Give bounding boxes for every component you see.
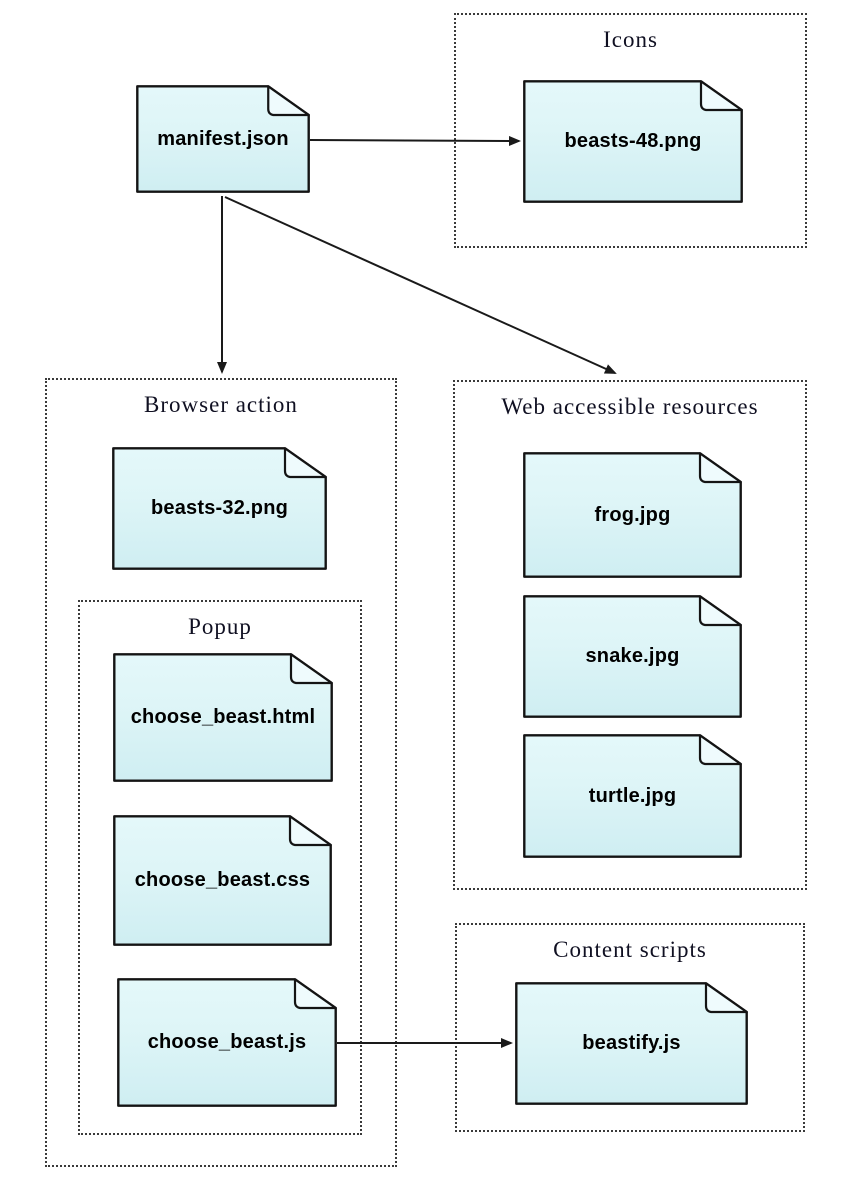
file-node-choose-beast-html: choose_beast.html [113, 653, 333, 782]
file-node-turtle-jpg: turtle.jpg [523, 734, 742, 858]
file-node-manifest-json: manifest.json [136, 85, 310, 193]
file-node-choose-beast-css: choose_beast.css [113, 815, 332, 946]
group-content-scripts-label: Content scripts [553, 937, 707, 962]
file-node-snake-jpg: snake.jpg [523, 595, 742, 718]
group-icons-label: Icons [603, 27, 658, 52]
file-label: choose_beast.js [147, 1031, 307, 1053]
group-browser-action: Browser action [45, 378, 397, 1167]
file-label: choose_beast.html [130, 706, 316, 728]
file-node-frog-jpg: frog.jpg [523, 452, 742, 578]
group-popup: Popup [78, 600, 362, 1135]
file-label: snake.jpg [585, 645, 680, 667]
file-label: frog.jpg [594, 503, 671, 526]
group-browser-action-label: Browser action [144, 392, 298, 417]
file-node-beasts-32-png: beasts-32.png [112, 447, 327, 570]
file-node-beasts-48-png: beasts-48.png [523, 80, 743, 203]
group-content-scripts: Content scripts [455, 923, 805, 1132]
file-label: turtle.jpg [588, 784, 677, 807]
file-label: beasts-48.png [564, 130, 702, 152]
group-icons: Icons [454, 13, 807, 248]
group-popup-label: Popup [188, 614, 252, 639]
file-node-beastify-js: beastify.js [515, 982, 748, 1105]
file-label: beastify.js [582, 1032, 681, 1054]
group-web-accessible-resources-label: Web accessible resources [501, 394, 759, 419]
group-web-accessible-resources: Web accessible resources [453, 380, 807, 890]
file-node-choose-beast-js: choose_beast.js [117, 978, 337, 1107]
file-label: manifest.json [157, 127, 289, 150]
file-label: beasts-32.png [150, 497, 289, 519]
file-label: choose_beast.css [134, 869, 311, 891]
